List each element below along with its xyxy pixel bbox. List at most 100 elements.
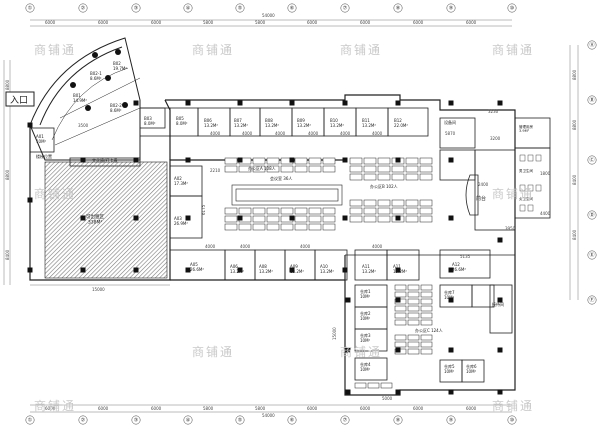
grid-bottom-4-label: ④ xyxy=(186,418,191,424)
office-b-desk xyxy=(349,157,363,165)
dim-4000-j: 4000 xyxy=(372,244,383,249)
grid-bottom-5-label: ⑤ xyxy=(238,418,242,424)
office-a-desk xyxy=(322,215,336,223)
office-c-label: 办公区C 124人 xyxy=(415,327,443,333)
grid-top-1-circle xyxy=(25,3,35,13)
watermark-7: 商铺通 xyxy=(192,344,234,359)
grid-bottom-10-circle xyxy=(507,415,517,425)
front-desk-label: 前台 xyxy=(476,195,486,202)
grid-top-8-label: ⑧ xyxy=(396,6,401,12)
dim-left-1: 8800 xyxy=(5,79,10,90)
grid-right-5-label: Ⓔ xyxy=(589,252,594,259)
grid-top-2-label: ② xyxy=(81,6,86,12)
office-a-desk xyxy=(294,215,308,223)
office-b-desk xyxy=(363,199,377,207)
column xyxy=(133,100,139,106)
column xyxy=(80,215,86,221)
office-c-desk xyxy=(407,348,420,355)
office-c-desk xyxy=(394,319,407,326)
office-a-desk xyxy=(266,157,280,165)
office-a-desk xyxy=(238,223,252,231)
dim-4000-h: 4000 xyxy=(240,244,251,249)
dim-bottom-5: 5800 xyxy=(255,406,266,411)
office-a-desk xyxy=(238,207,252,215)
dim-bottom-3: 6000 xyxy=(151,406,162,411)
dim-top-3: 6000 xyxy=(151,20,162,25)
office-b-desk xyxy=(363,173,377,181)
office-a-desk xyxy=(224,223,238,231)
office-a-desk xyxy=(280,165,294,173)
dim-5870: 5870 xyxy=(445,131,456,136)
office-b-desk xyxy=(391,165,405,173)
column xyxy=(80,157,86,163)
office-c-desk xyxy=(407,334,420,341)
office-a-desk xyxy=(308,215,322,223)
grid-bottom-2-circle xyxy=(78,415,88,425)
office-c-desk xyxy=(407,319,420,326)
column xyxy=(448,157,454,163)
meeting-room xyxy=(231,184,343,206)
office-b-desks xyxy=(349,157,433,223)
top-span-labels: 6000 6000 6000 5800 5800 6000 6000 6000 … xyxy=(45,13,477,25)
dim-left-total: 15000 xyxy=(92,287,105,292)
office-b-desk xyxy=(349,173,363,181)
office-c-desk xyxy=(420,305,433,312)
office-a-desk xyxy=(224,207,238,215)
grid-right-2-label: Ⓑ xyxy=(589,97,594,104)
office-a-desk xyxy=(280,223,294,231)
dim-6175: 6175 xyxy=(201,204,206,215)
dim-right-4: 8400 xyxy=(572,229,577,240)
dim-bottom-1: 6000 xyxy=(45,406,56,411)
room-equipment: 设备间 xyxy=(444,119,456,125)
watermarks: 商铺通 商铺通 商铺通 商铺通 商铺通 商铺通 商铺通 商铺通 商铺通 商铺通 xyxy=(34,42,534,413)
office-a-desks xyxy=(224,157,336,231)
office-b-desk xyxy=(405,207,419,215)
grid-right-1-circle xyxy=(587,40,597,50)
fan-wing xyxy=(29,37,141,161)
dim-right-3: 8400 xyxy=(572,174,577,185)
dim-bottom-inner: 5000 xyxy=(382,396,393,401)
office-a-desk xyxy=(252,215,266,223)
restroom-m-label: 男卫生间 xyxy=(519,168,533,173)
column xyxy=(395,389,401,395)
grid-right-3-label: Ⓒ xyxy=(589,157,594,164)
dim-2210: 2210 xyxy=(210,168,221,173)
office-a-desk xyxy=(224,157,238,165)
grid-bottom-8-circle xyxy=(393,415,403,425)
office-b-desk xyxy=(363,165,377,173)
dim-4000-i: 4000 xyxy=(300,244,311,249)
grid-bottom-1-label: ① xyxy=(28,418,33,424)
watermark-4: 商铺通 xyxy=(492,42,534,57)
column xyxy=(448,347,454,353)
office-a-desk xyxy=(266,215,280,223)
grid-top-6-circle xyxy=(287,3,297,13)
dim-top-6: 6000 xyxy=(307,20,318,25)
column xyxy=(345,347,351,353)
dim-4000-g: 4000 xyxy=(205,244,216,249)
grid-right-2-circle xyxy=(587,95,597,105)
dim-left-2: 8800 xyxy=(5,169,10,180)
room-lift: 楼梯位置 xyxy=(36,153,52,159)
column xyxy=(497,389,503,395)
grid-bottom-4-circle xyxy=(183,415,193,425)
office-c-desk xyxy=(420,334,433,341)
dim-top-total: 54000 xyxy=(262,13,275,18)
dim-top-7: 6000 xyxy=(360,20,371,25)
room-culture: 文化墙/打卡墙 xyxy=(92,157,117,163)
dim-3230: 3230 xyxy=(488,109,499,114)
entrance[interactable]: 入口 xyxy=(5,91,35,107)
grid-top-9-circle xyxy=(446,3,456,13)
office-b-desk xyxy=(419,199,433,207)
office-b-desk xyxy=(363,157,377,165)
watermark-8: 商铺通 xyxy=(34,398,76,413)
